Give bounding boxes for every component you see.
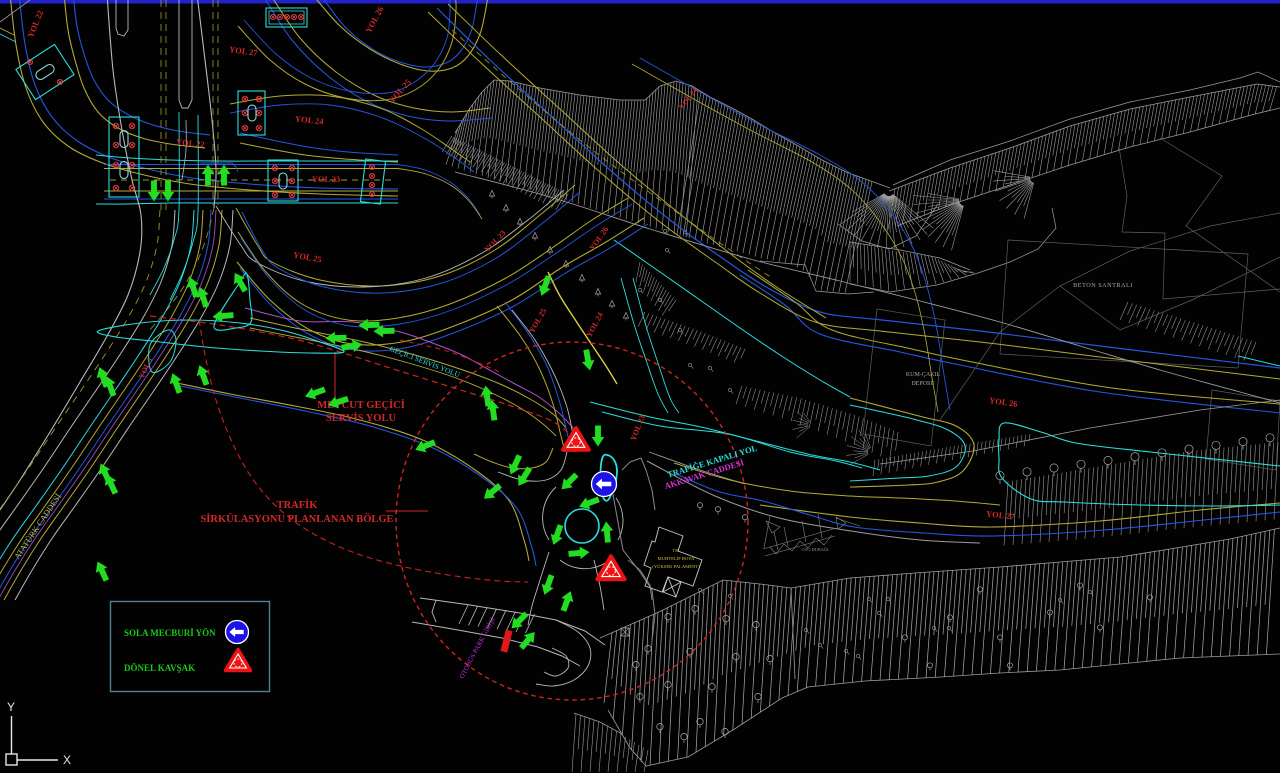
svg-text:YOL 25: YOL 25	[293, 250, 323, 265]
svg-text:X: X	[63, 753, 71, 767]
svg-text:YOL 27: YOL 27	[229, 44, 259, 58]
svg-text:(YÜKSEK PALAMENT): (YÜKSEK PALAMENT)	[652, 564, 700, 569]
svg-text:Y: Y	[7, 700, 15, 714]
svg-text:SİRKÜLASYONU PLANLANAN BÖLGE: SİRKÜLASYONU PLANLANAN BÖLGE	[200, 512, 393, 525]
svg-text:YOL 23: YOL 23	[312, 174, 341, 184]
svg-text:SERVİS YOLU: SERVİS YOLU	[326, 412, 397, 424]
svg-text:DEPOSU: DEPOSU	[911, 381, 935, 387]
svg-text:OTO DURAĞI: OTO DURAĞI	[801, 547, 829, 552]
svg-text:TRAFİK: TRAFİK	[277, 499, 319, 511]
svg-text:TEİ: TEİ	[672, 548, 680, 553]
svg-text:YOL 26: YOL 26	[989, 395, 1019, 409]
svg-text:BETON SANTRALI: BETON SANTRALI	[1073, 282, 1133, 289]
svg-text:MUHTELİF BOYA: MUHTELİF BOYA	[658, 556, 696, 561]
svg-text:KUM-ÇAKIL: KUM-ÇAKIL	[906, 372, 941, 378]
svg-text:DÖNEL KAVŞAK: DÖNEL KAVŞAK	[124, 663, 195, 673]
svg-text:YOL 22: YOL 22	[176, 137, 205, 150]
svg-text:YOL 24: YOL 24	[295, 114, 325, 127]
svg-text:SOLA MECBURİ YÖN: SOLA MECBURİ YÖN	[124, 628, 216, 638]
svg-text:YOL 27: YOL 27	[986, 509, 1016, 522]
